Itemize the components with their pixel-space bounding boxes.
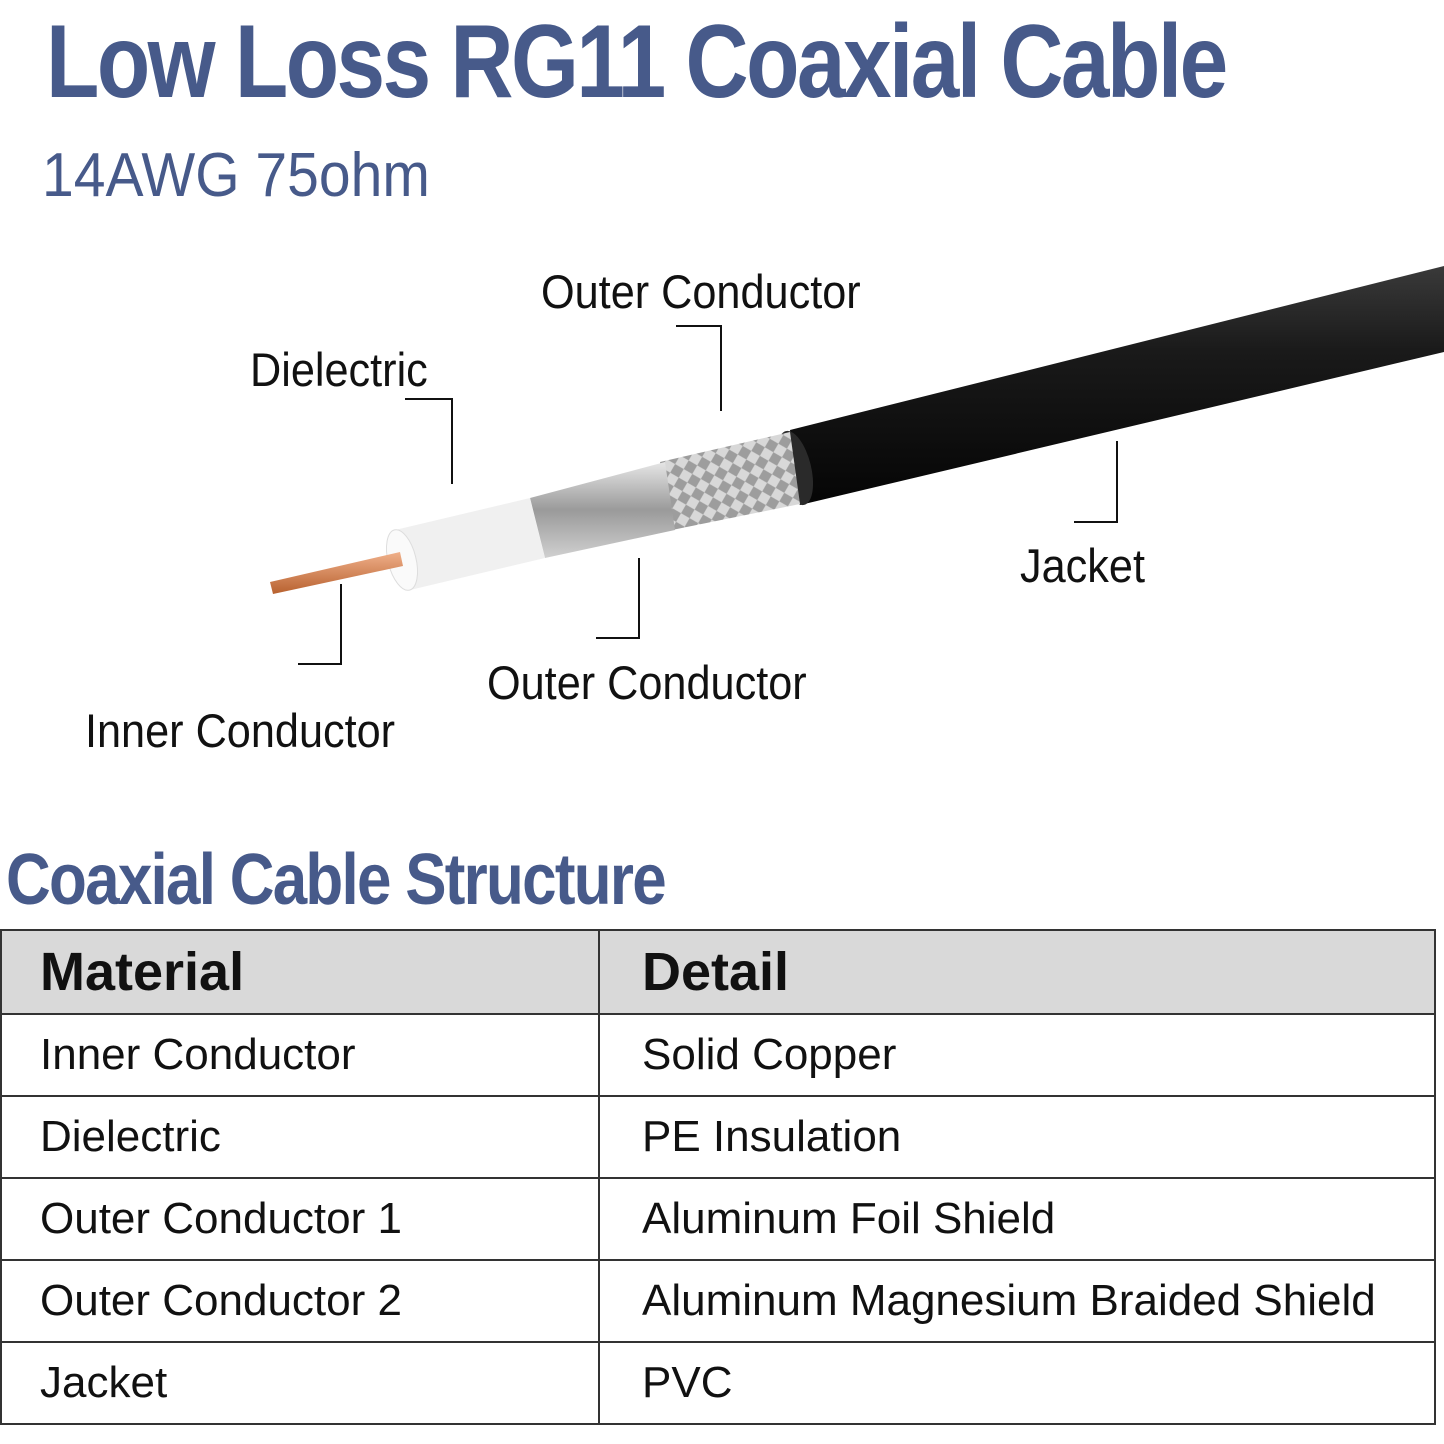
detail-cell: Aluminum Foil Shield bbox=[598, 1177, 1436, 1261]
leader-line-jacket bbox=[1074, 441, 1118, 523]
table-row: Outer Conductor 1 Aluminum Foil Shield bbox=[0, 1177, 1436, 1261]
label-outer-conductor-top: Outer Conductor bbox=[541, 265, 861, 318]
label-jacket: Jacket bbox=[1020, 539, 1145, 592]
table-header-row: Material Detail bbox=[0, 929, 1436, 1015]
detail-cell: PVC bbox=[598, 1341, 1436, 1425]
leader-line-inner-conductor bbox=[298, 584, 342, 665]
detail-cell: Aluminum Magnesium Braided Shield bbox=[598, 1259, 1436, 1343]
material-cell: Inner Conductor bbox=[0, 1013, 600, 1097]
material-cell: Outer Conductor 1 bbox=[0, 1177, 600, 1261]
table-row: Dielectric PE Insulation bbox=[0, 1095, 1436, 1179]
detail-cell: PE Insulation bbox=[598, 1095, 1436, 1179]
section-title: Coaxial Cable Structure bbox=[6, 840, 667, 920]
page-title: Low Loss RG11 Coaxial Cable bbox=[46, 4, 1228, 120]
column-header-detail: Detail bbox=[598, 929, 1436, 1015]
leader-line-outer-conductor-top bbox=[676, 325, 722, 411]
leader-line-outer-conductor-bottom bbox=[596, 558, 640, 639]
leader-line-dielectric bbox=[405, 398, 453, 484]
table-row: Inner Conductor Solid Copper bbox=[0, 1013, 1436, 1097]
structure-table: Material Detail Inner Conductor Solid Co… bbox=[0, 929, 1436, 1425]
table-row: Outer Conductor 2 Aluminum Magnesium Bra… bbox=[0, 1259, 1436, 1343]
label-outer-conductor-bottom: Outer Conductor bbox=[487, 656, 807, 709]
label-inner-conductor: Inner Conductor bbox=[85, 704, 396, 757]
material-cell: Jacket bbox=[0, 1341, 600, 1425]
column-header-material: Material bbox=[0, 929, 600, 1015]
table-row: Jacket PVC bbox=[0, 1341, 1436, 1425]
page-subtitle: 14AWG 75ohm bbox=[42, 141, 430, 210]
material-cell: Outer Conductor 2 bbox=[0, 1259, 600, 1343]
detail-cell: Solid Copper bbox=[598, 1013, 1436, 1097]
coaxial-cable-illustration bbox=[270, 266, 1444, 594]
label-dielectric: Dielectric bbox=[250, 343, 428, 396]
material-cell: Dielectric bbox=[0, 1095, 600, 1179]
